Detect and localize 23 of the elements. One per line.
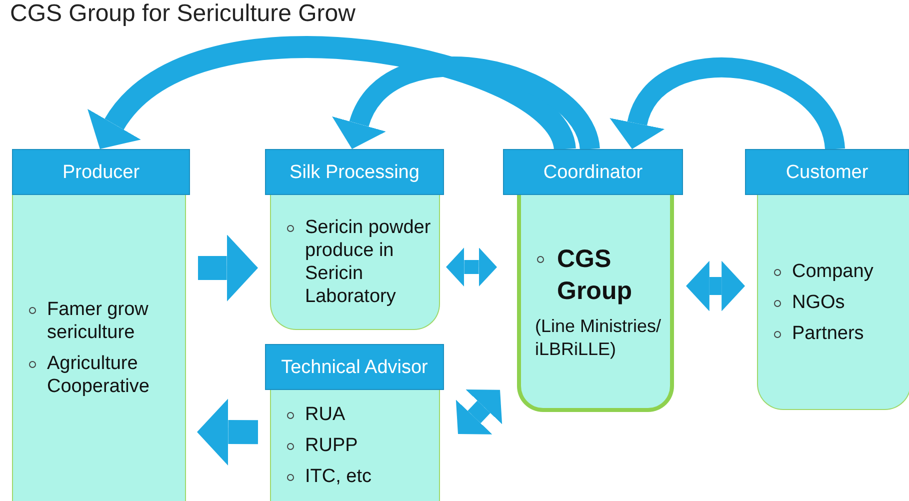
column-header: Customer <box>745 149 909 195</box>
bullet-item: Famer grow sericulture <box>27 298 177 344</box>
bullet-item: RUPP <box>285 434 431 457</box>
column-header: Silk Processing <box>265 149 444 195</box>
curved-arrow <box>334 56 600 152</box>
bullet-item: Company <box>772 260 902 282</box>
column-header: Producer <box>12 149 190 195</box>
block-arrow <box>456 389 502 434</box>
bullet-item: Partners <box>772 322 902 344</box>
note-text: (Line Ministries/ iLBRiLLE) <box>535 314 662 360</box>
bullet-item: RUA <box>285 403 431 426</box>
column-header: Technical Advisor <box>265 344 444 390</box>
bullet-item: ITC, etc <box>285 465 431 488</box>
diagram-title: CGS Group for Sericulture Grow <box>10 0 356 28</box>
block-arrow <box>198 234 258 302</box>
bullet-item: CGS Group <box>535 242 662 306</box>
block-arrow <box>446 247 497 287</box>
bullet-item: Agriculture Cooperative <box>27 352 177 398</box>
column-header: Coordinator <box>503 149 683 195</box>
bullet-item: NGOs <box>772 290 902 314</box>
curved-arrow <box>610 58 845 152</box>
bullet-item: Sericin powder produce in Sericin Laboratory <box>285 216 431 308</box>
block-arrow <box>686 260 745 312</box>
